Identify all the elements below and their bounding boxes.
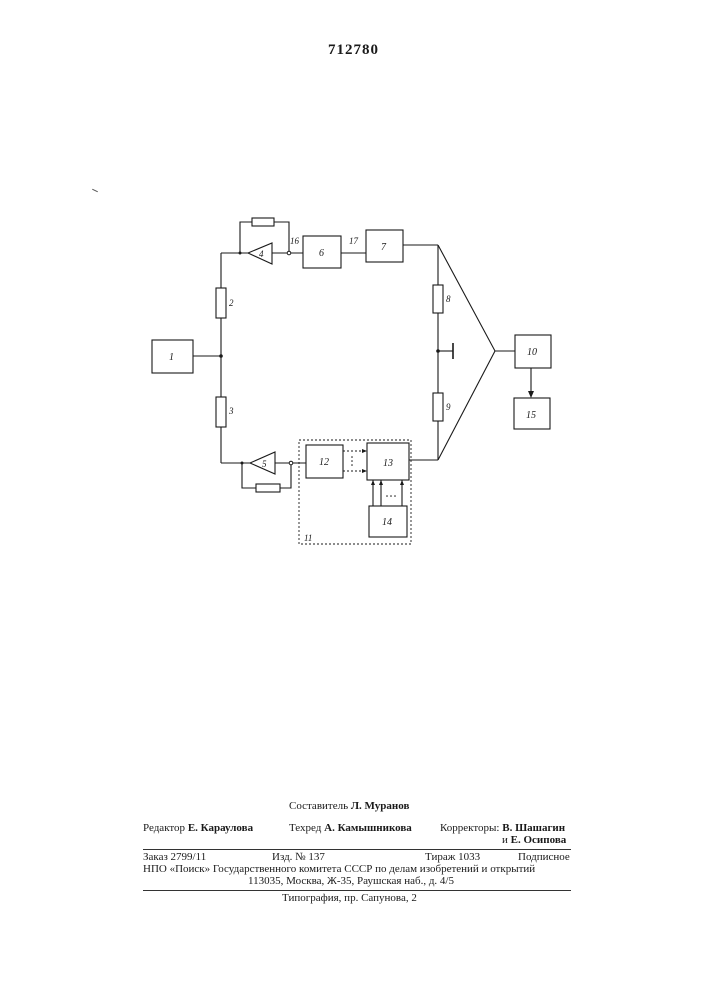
resistor-3 [216, 397, 226, 427]
amp5-output-terminal [289, 461, 293, 465]
editor-line: Редактор Е. Караулова [143, 822, 253, 834]
corrector-2-prefix: и [502, 834, 508, 846]
label-resistor-2: 2 [229, 298, 234, 308]
label-resistor-9: 9 [446, 402, 451, 412]
feedback-resistor-4 [252, 218, 274, 226]
organization-line: НПО «Поиск» Государственного комитета СС… [143, 863, 535, 875]
resistor-8 [433, 285, 443, 313]
edition-number: Изд. № 137 [272, 851, 325, 863]
label-amplifier-5: 5 [262, 459, 267, 469]
label-node-17: 17 [349, 236, 359, 246]
arrowhead [362, 469, 367, 473]
amp5-feedback-left [242, 463, 256, 488]
label-block-13: 13 [383, 458, 393, 469]
junction-dot [241, 462, 244, 465]
resistor-9 [433, 393, 443, 421]
arrowhead [400, 480, 404, 485]
label-block-6: 6 [319, 248, 324, 259]
label-block-14: 14 [382, 517, 392, 528]
label-block-12: 12 [319, 457, 329, 468]
label-node-16: 16 [290, 236, 300, 246]
compiler-line: Составитель Л. Муранов [289, 800, 409, 812]
feedback-resistor-5 [256, 484, 280, 492]
compiler-label: Составитель [289, 800, 348, 812]
label-group-11: 11 [304, 533, 312, 543]
correctors-label: Корректоры: [440, 822, 499, 834]
arrowhead [379, 480, 383, 485]
corrector-1: В. Шашагин [502, 822, 565, 834]
compiler-name: Л. Муранов [351, 800, 410, 812]
arrowhead [528, 391, 534, 398]
editor-label: Редактор [143, 822, 185, 834]
techred-line: Техред А. Камышникова [289, 822, 412, 834]
address-line: 113035, Москва, Ж-35, Раушская наб., д. … [248, 875, 454, 887]
junction-dot [239, 252, 242, 255]
label-block-15: 15 [526, 410, 536, 421]
techred-name: А. Камышникова [324, 822, 412, 834]
label-resistor-3: 3 [228, 406, 234, 416]
junction-dot [219, 354, 223, 358]
junction-dot [436, 349, 440, 353]
order-number: Заказ 2799/11 [143, 851, 206, 863]
divider-top [143, 849, 571, 850]
corrector-2-line: и Е. Осипова [502, 834, 566, 846]
node-16-terminal [287, 251, 291, 255]
arrowhead [371, 480, 375, 485]
label-block-10: 10 [527, 347, 537, 358]
amp4-feedback-right [274, 222, 289, 253]
amp4-feedback-left [240, 222, 252, 253]
arrowhead [362, 449, 367, 453]
label-block-1: 1 [169, 352, 174, 363]
corrector-2: Е. Осипова [511, 834, 567, 846]
divider-bottom [143, 890, 571, 891]
editor-name: Е. Караулова [188, 822, 253, 834]
correctors-line: Корректоры: В. Шашагин [440, 822, 565, 834]
subscription: Подписное [518, 851, 570, 863]
label-resistor-8: 8 [446, 294, 451, 304]
techred-label: Техред [289, 822, 321, 834]
printer-line: Типография, пр. Сапунова, 2 [282, 892, 417, 904]
amp5-feedback-right [280, 463, 291, 488]
label-amplifier-4: 4 [259, 249, 264, 259]
resistor-2 [216, 288, 226, 318]
circulation: Тираж 1033 [425, 851, 480, 863]
